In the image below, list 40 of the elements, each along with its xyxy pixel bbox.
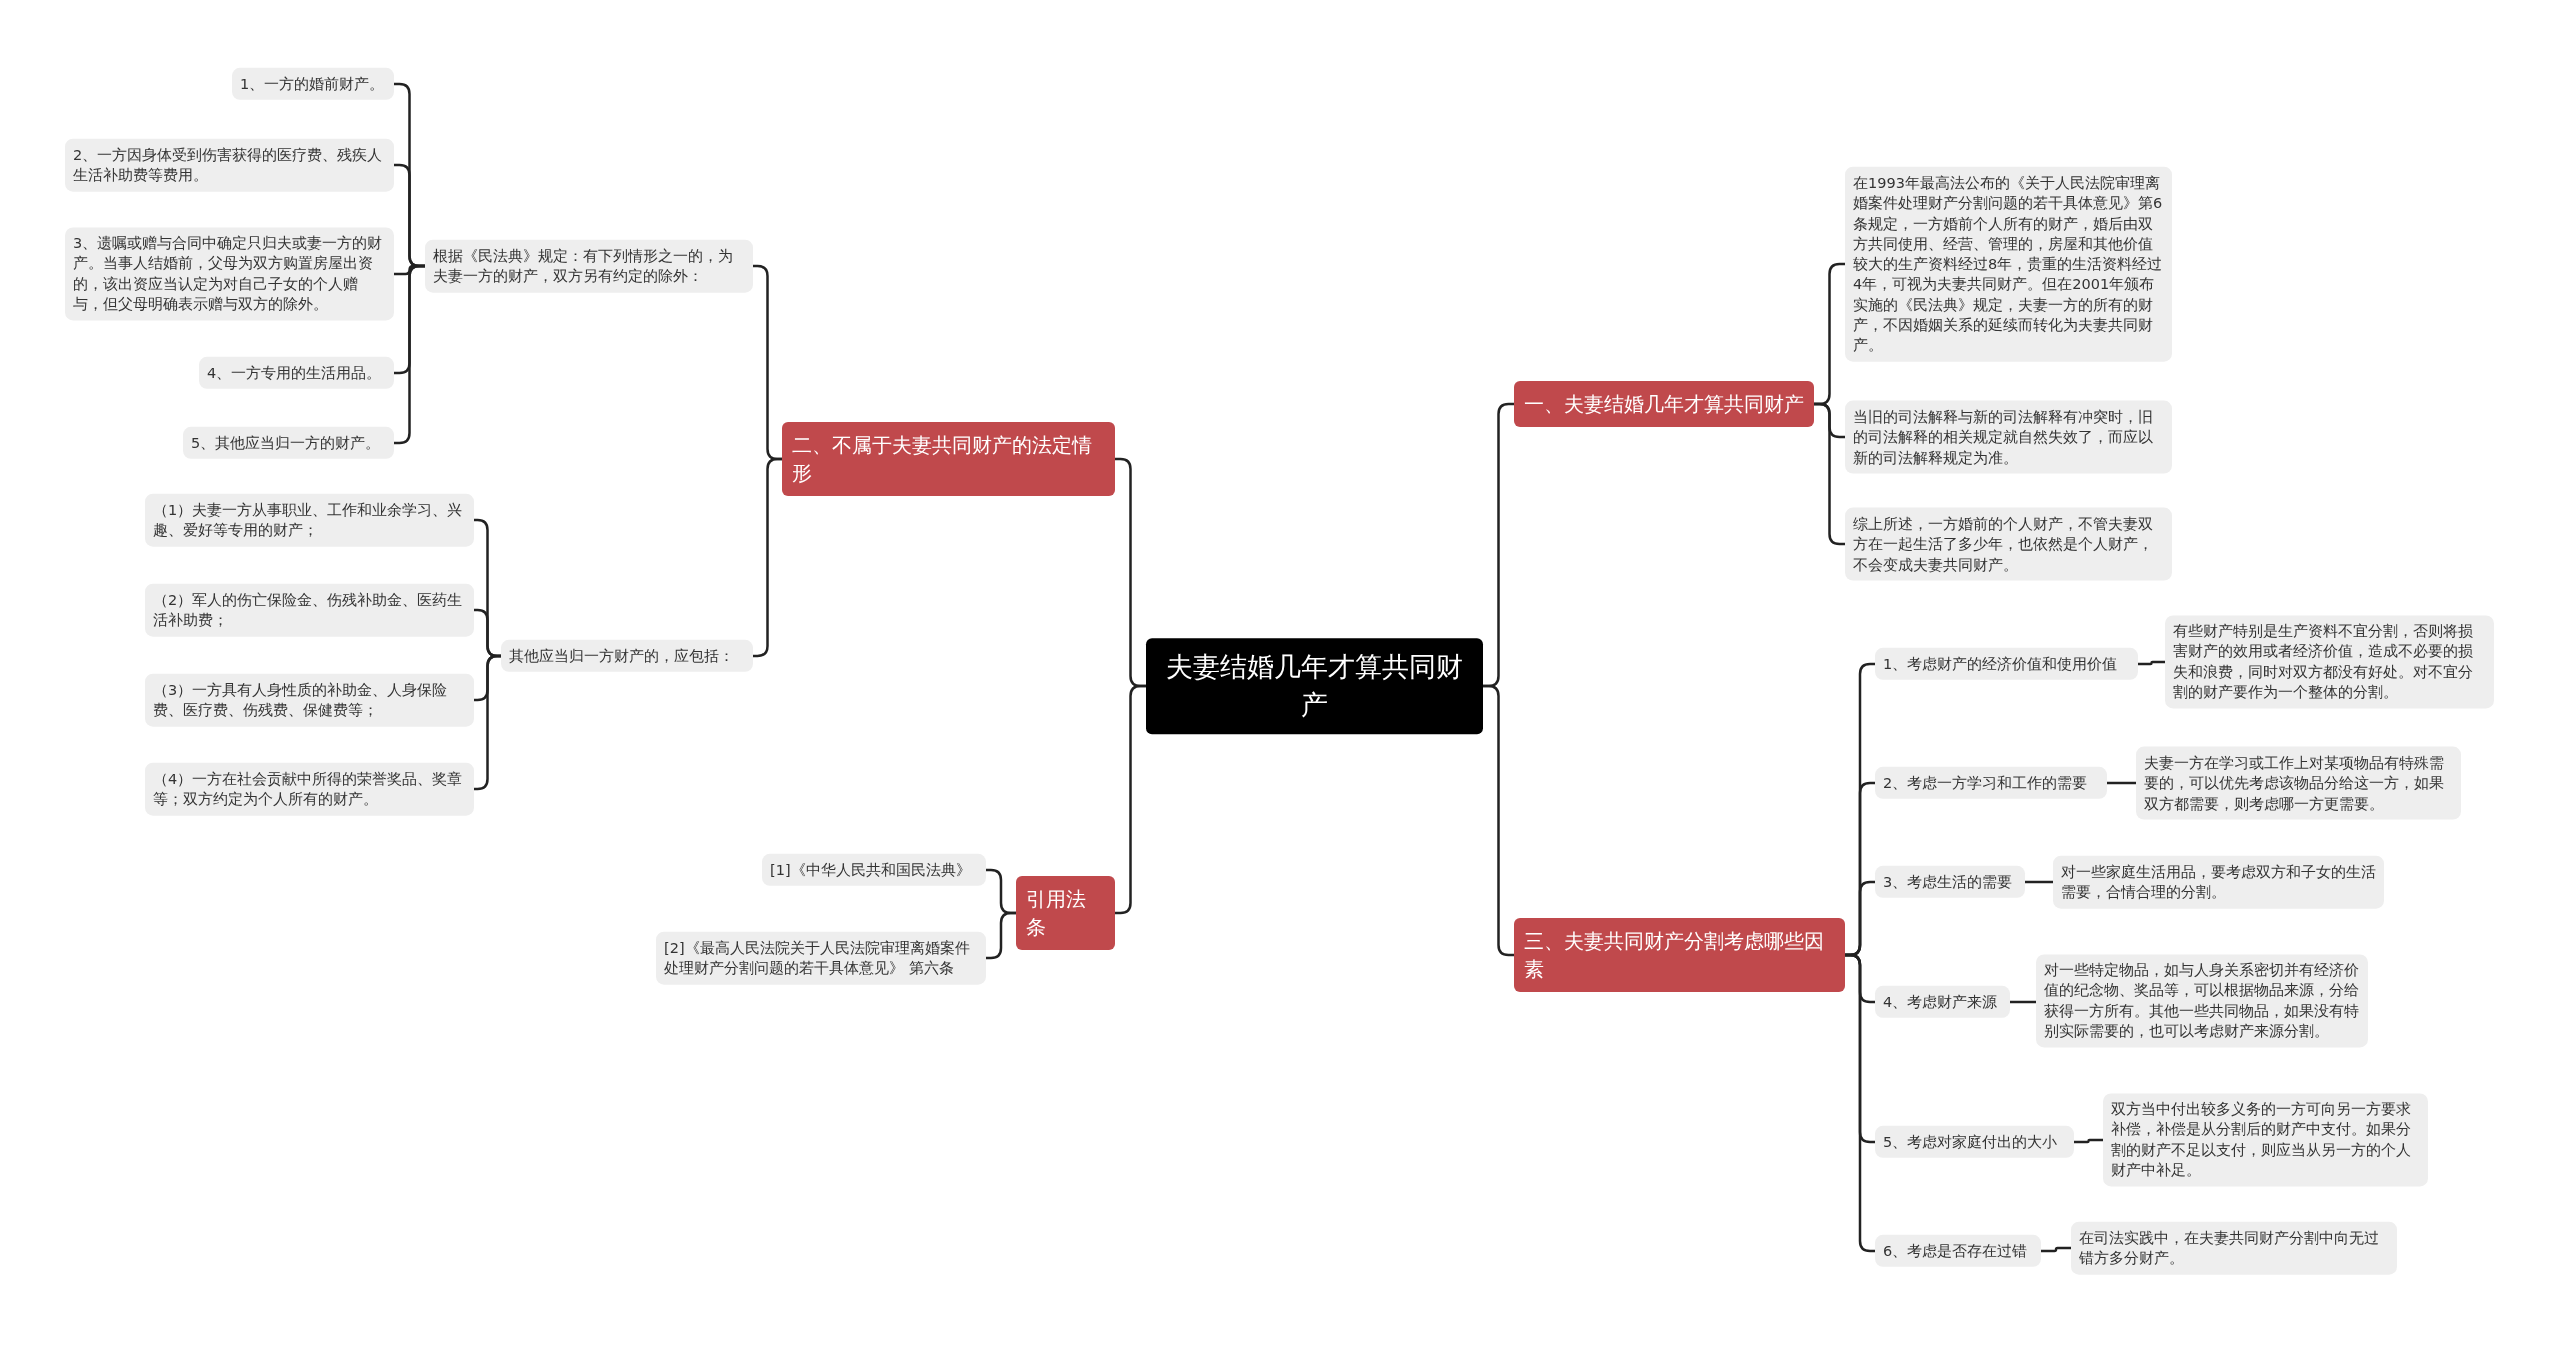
- branch-topic: 三、夫妻共同财产分割考虑哪些因素: [1514, 918, 1845, 992]
- note-box: 2、一方因身体受到伤害获得的医疗费、残疾人生活补助费等费用。: [65, 138, 394, 192]
- note-box: 双方当中付出较多义务的一方可向另一方要求补偿，补偿是从分割后的财产中支付。如果分割的财产不足以支付，则应当从另一方的个人财产中补足。: [2103, 1093, 2428, 1187]
- note-box: [2]《最高人民法院关于人民法院审理离婚案件处理财产分割问题的若干具体意见》 第六条: [656, 931, 986, 985]
- connector-line: [2010, 1000, 2036, 1004]
- note-box: 对一些家庭生活用品，要考虑双方和子女的生活需要，合情合理的分割。: [2053, 855, 2384, 909]
- connector-line: [2107, 781, 2136, 785]
- note-box: 4、一方专用的生活用品。: [199, 356, 394, 390]
- connector-line: [2074, 1138, 2103, 1144]
- branch-topic: 引用法条: [1016, 876, 1115, 950]
- note-box: 夫妻一方在学习或工作上对某项物品有特殊需要的，可以优先考虑该物品分给这一方，如果双方都需要，则考虑哪一方更需要。: [2136, 746, 2461, 820]
- note-box: 在1993年最高法公布的《关于人民法院审理离婚案件处理财产分割问题的若干具体意见》第6条规定，一方婚前个人所有的财产，婚后由双方共同使用、经营、管理的，房屋和其他价值较大的生产资料经过8年，贵重的生活资料经过4年，可视为夫妻共同财产。但在2001年颁布实施的《民法典》规定，夫妻一方的所有的财产，不因婚姻关系的延续而转化为夫妻共同财产。: [1845, 166, 2172, 362]
- note-box: 5、其他应当归一方的财产。: [183, 426, 394, 460]
- note-box: （2）军人的伤亡保险金、伤残补助金、医药生活补助费；: [145, 583, 474, 637]
- note-box: 有些财产特别是生产资料不宜分割，否则将损害财产的效用或者经济价值，造成不必要的损失和浪费，同时对双方都没有好处。对不宜分割的财产要作为一个整体的分割。: [2165, 615, 2494, 709]
- branch-topic: 二、不属于夫妻共同财产的法定情形: [782, 422, 1115, 496]
- note-box: （4）一方在社会贡献中所得的荣誉奖品、奖章等；双方约定为个人所有的财产。: [145, 762, 474, 816]
- note-box: 当旧的司法解释与新的司法解释有冲突时，旧的司法解释的相关规定就自然失效了，而应以新的司法解释规定为准。: [1845, 400, 2172, 474]
- note-box: 对一些特定物品，如与人身关系密切并有经济价值的纪念物、奖品等，可以根据物品来源，分给获得一方所有。其他一些共同物品，如果没有特别实际需要的，也可以考虑财产来源分割。: [2036, 954, 2368, 1048]
- note-box: 1、一方的婚前财产。: [232, 67, 394, 101]
- note-box: 6、考虑是否存在过错: [1875, 1234, 2041, 1268]
- note-box: 根据《民法典》规定：有下列情形之一的，为夫妻一方的财产，双方另有约定的除外：: [425, 239, 753, 293]
- note-box: （3）一方具有人身性质的补助金、人身保险费、医疗费、伤残费、保健费等；: [145, 673, 474, 727]
- connector-line: [2041, 1246, 2071, 1253]
- central-topic: 夫妻结婚几年才算共同财产: [1146, 638, 1483, 734]
- note-box: 4、考虑财产来源: [1875, 985, 2010, 1019]
- note-box: 综上所述，一方婚前的个人财产，不管夫妻双方在一起生活了多少年，也依然是个人财产，不会变成夫妻共同财产。: [1845, 507, 2172, 581]
- note-box: 1、考虑财产的经济价值和使用价值: [1875, 647, 2138, 681]
- connector-line: [2138, 660, 2165, 666]
- note-box: 其他应当归一方财产的，应包括：: [501, 639, 753, 673]
- note-box: 3、遗嘱或赠与合同中确定只归夫或妻一方的财产。当事人结婚前，父母为双方购置房屋出资的，该出资应当认定为对自己子女的个人赠与，但父母明确表示赠与双方的除外。: [65, 227, 394, 321]
- note-box: [1]《中华人民共和国民法典》: [762, 853, 986, 887]
- connector-line: [986, 911, 1016, 960]
- note-box: 2、考虑一方学习和工作的需要: [1875, 766, 2107, 800]
- note-box: 在司法实践中，在夫妻共同财产分割中向无过错方多分财产。: [2071, 1221, 2397, 1275]
- connector-line: [2025, 880, 2053, 884]
- branch-topic: 一、夫妻结婚几年才算共同财产: [1514, 381, 1814, 427]
- note-box: 3、考虑生活的需要: [1875, 865, 2025, 899]
- note-box: 5、考虑对家庭付出的大小: [1875, 1125, 2074, 1159]
- note-box: （1）夫妻一方从事职业、工作和业余学习、兴趣、爱好等专用的财产；: [145, 493, 474, 547]
